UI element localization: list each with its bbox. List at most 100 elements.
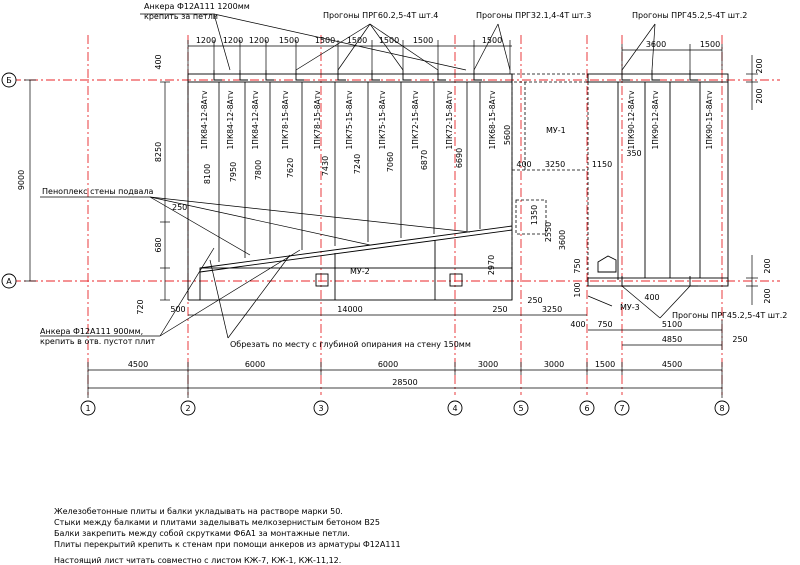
plate-len-9: 6690 [455, 148, 464, 168]
dim-span-3: 6000 [378, 360, 398, 369]
axis-label-a: А [6, 277, 12, 286]
plate-len-2: 7950 [229, 162, 238, 182]
label-penoplex: Пеноплекс стены подвала [42, 187, 154, 196]
dim-span-6: 1500 [595, 360, 615, 369]
plate-len-5: 7430 [321, 156, 330, 176]
label-purlin-3: Прогоны ПРГ45.2,5-4Т шт.2 [632, 11, 747, 20]
dim-100-v: 100 [573, 282, 582, 297]
slab-mark-2: 1ПК84-12-8Атv [226, 90, 235, 150]
dim-top-7: 1500 [379, 36, 399, 45]
dim-2550: 2550 [544, 222, 553, 242]
label-purlin-2: Прогоны ПРГ32.1,4-4Т шт.3 [476, 11, 591, 20]
slab-mark-9: 1ПК72-15-8Атv [445, 90, 454, 150]
slab-divisions [218, 82, 481, 262]
slab-mark-6: 1ПК75-15-8Атv [345, 90, 354, 150]
dim-top-right-1: 3600 [646, 40, 666, 49]
axis-label-3: 3 [318, 404, 323, 413]
axis-label-1: 1 [85, 404, 90, 413]
slab-mark-10: 1ПК68-15-8Атv [488, 90, 497, 150]
dim-top-right-2: 1500 [700, 40, 720, 49]
dim-span-4: 3000 [478, 360, 498, 369]
dim-top-1: 1200 [196, 36, 216, 45]
dim-1150: 1150 [592, 160, 612, 169]
dim-3250: 3250 [545, 160, 565, 169]
slab-mark-right-3: 1ПК90-15-8Атv [705, 90, 714, 150]
plate-len-8: 6870 [420, 150, 429, 170]
note-line: Стыки между балками и плитами заделывать… [54, 518, 380, 527]
dim-span-1: 4500 [128, 360, 148, 369]
label-anchor-top-1: Анкера Ф12А111 1200мм [144, 2, 250, 11]
dim-8250: 8250 [154, 142, 163, 162]
dim-400-left: 400 [154, 54, 163, 69]
dim-350: 350 [626, 149, 641, 158]
axis-label-6: 6 [584, 404, 589, 413]
dim-750-v: 750 [573, 258, 582, 273]
dim-14000: 14000 [337, 305, 362, 314]
dim-3600-v: 3600 [558, 230, 567, 250]
dim-400-c: 400 [644, 293, 659, 302]
plate-len-3: 7800 [254, 160, 263, 180]
axis-label-2: 2 [185, 404, 190, 413]
dim-250-a: 250 [492, 305, 507, 314]
general-notes: Железобетонные плиты и балки укладывать … [54, 506, 401, 550]
dim-span-7: 4500 [662, 360, 682, 369]
dim-250-c: 250 [527, 296, 542, 305]
axis-label-4: 4 [452, 404, 457, 413]
dim-3250-b: 3250 [542, 305, 562, 314]
dim-680: 680 [154, 237, 163, 252]
dim-top-4: 1500 [279, 36, 299, 45]
slab-mark-right-1: 1ПК90-12-8Атv [627, 90, 636, 150]
slab-mark-7: 1ПК75-15-8Атv [378, 90, 387, 150]
dim-5600: 5600 [503, 125, 512, 145]
sheet-reference-note: Настоящий лист читать совместно с листом… [54, 556, 342, 565]
dim-200-1: 200 [755, 58, 764, 73]
slab-mark-5: 1ПК78-15-8Атv [313, 90, 322, 150]
plate-len-7: 7060 [386, 152, 395, 172]
plate-len-4: 7620 [286, 158, 295, 178]
dim-1350: 1350 [530, 205, 539, 225]
dim-2970: 2970 [487, 255, 496, 275]
dim-750-b: 750 [597, 320, 612, 329]
purlin-markers [213, 70, 482, 81]
right-dimension-chains [746, 55, 758, 305]
axis-label-5: 5 [518, 404, 523, 413]
note-line: Железобетонные плиты и балки укладывать … [54, 507, 343, 516]
label-anchor-bottom-2: крепить в отв. пустот плит [40, 337, 155, 346]
dim-span-2: 6000 [245, 360, 265, 369]
dim-top-3: 1200 [249, 36, 269, 45]
dim-total: 28500 [392, 378, 417, 387]
opening-dashed [511, 73, 589, 300]
dim-500: 500 [170, 305, 185, 314]
label-cut-note: Обрезать по месту с глубиной опирания на… [230, 340, 471, 349]
slab-mark-8: 1ПК72-15-8Атv [411, 90, 420, 150]
dim-250-b: 250 [732, 335, 747, 344]
axis-label-7: 7 [619, 404, 624, 413]
dim-250-left: 250 [172, 203, 187, 212]
label-purlin-4: Прогоны ПРГ45.2,5-4Т шт.2 [672, 311, 787, 320]
axis-label-b: Б [6, 76, 12, 85]
plate-len-1: 8100 [203, 164, 212, 184]
dim-top-9: 1500 [482, 36, 502, 45]
dim-top-2: 1200 [223, 36, 243, 45]
bottom-dimension-chains [87, 314, 723, 398]
label-mu3: МУ-3 [620, 303, 640, 312]
label-mu2: МУ-2 [350, 267, 370, 276]
main-slab-block [187, 73, 513, 301]
label-purlin-1: Прогоны ПРГ60.2,5-4Т шт.4 [323, 11, 438, 20]
dim-span-5: 3000 [544, 360, 564, 369]
note-line: Балки закрепить между собой скрутками Ф6… [54, 529, 350, 538]
axis-bubbles [1, 72, 730, 416]
dim-400-a: 400 [516, 160, 531, 169]
dim-top-6: 1500 [347, 36, 367, 45]
dim-720: 720 [136, 299, 145, 314]
slab-mark-4: 1ПК78-15-8Атv [281, 90, 290, 150]
note-line: Плиты перекрытий крепить к стенам при по… [54, 540, 401, 549]
slab-mark-3: 1ПК84-12-8Атv [251, 90, 260, 150]
label-anchor-bottom-1: Анкера Ф12А111 900мм, [40, 327, 143, 336]
slab-mark-1: 1ПК84-12-8Атv [200, 90, 209, 150]
left-dimension-chains [24, 79, 170, 301]
leader-lines [40, 13, 691, 339]
dim-5100: 5100 [662, 320, 682, 329]
dim-9000: 9000 [17, 170, 26, 190]
